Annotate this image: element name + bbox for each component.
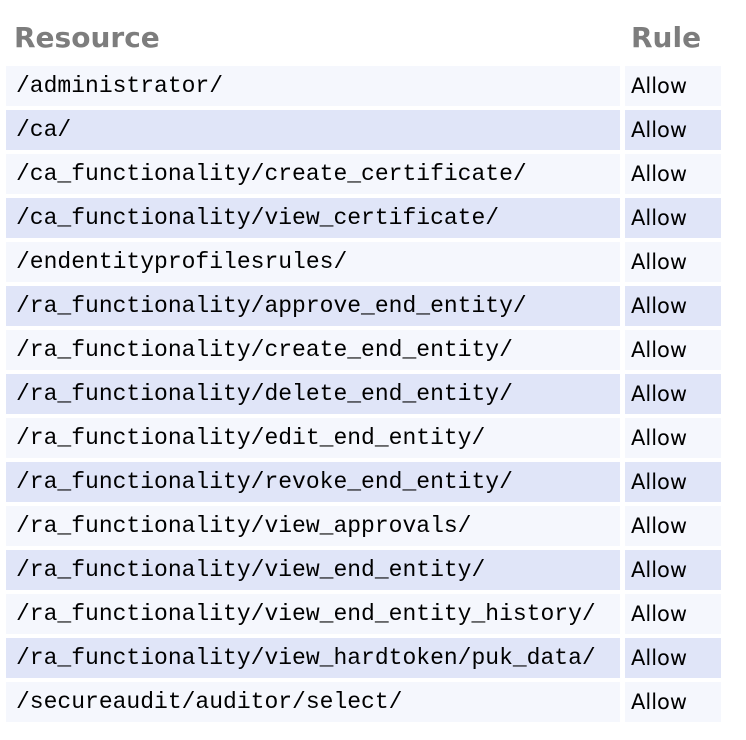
resource-cell: /ca/ — [6, 110, 620, 150]
table-row: /ra_functionality/view_end_entity/ Allow — [6, 550, 721, 590]
rule-cell: Allow — [625, 682, 721, 722]
access-rules-table-header: Resource Rule — [6, 10, 721, 62]
table-row: /ca_functionality/create_certificate/ Al… — [6, 154, 721, 194]
resource-cell: /ra_functionality/approve_end_entity/ — [6, 286, 620, 326]
rule-cell: Allow — [625, 506, 721, 546]
rule-cell: Allow — [625, 154, 721, 194]
table-row: /ra_functionality/approve_end_entity/ Al… — [6, 286, 721, 326]
rule-cell: Allow — [625, 638, 721, 678]
rule-cell: Allow — [625, 550, 721, 590]
resource-cell: /ra_functionality/edit_end_entity/ — [6, 418, 620, 458]
table-row: /ca_functionality/view_certificate/ Allo… — [6, 198, 721, 238]
resource-cell: /administrator/ — [6, 66, 620, 106]
table-row: /ra_functionality/view_approvals/ Allow — [6, 506, 721, 546]
rule-cell: Allow — [625, 66, 721, 106]
resource-cell: /endentityprofilesrules/ — [6, 242, 620, 282]
table-row: /ra_functionality/view_hardtoken/puk_dat… — [6, 638, 721, 678]
table-row: /ra_functionality/delete_end_entity/ All… — [6, 374, 721, 414]
rule-cell: Allow — [625, 242, 721, 282]
table-row: /ra_functionality/create_end_entity/ All… — [6, 330, 721, 370]
rule-cell: Allow — [625, 594, 721, 634]
resource-cell: /ra_functionality/view_end_entity_histor… — [6, 594, 620, 634]
table-row: /ra_functionality/revoke_end_entity/ All… — [6, 462, 721, 502]
resource-cell: /ra_functionality/revoke_end_entity/ — [6, 462, 620, 502]
table-row: /ca/ Allow — [6, 110, 721, 150]
column-header-resource: Resource — [14, 21, 160, 54]
access-rules-table: Resource Rule /administrator/ Allow /ca/… — [1, 6, 726, 726]
rule-cell: Allow — [625, 462, 721, 502]
resource-cell: /ca_functionality/view_certificate/ — [6, 198, 620, 238]
rule-cell: Allow — [625, 330, 721, 370]
resource-cell: /ra_functionality/view_end_entity/ — [6, 550, 620, 590]
table-row: /endentityprofilesrules/ Allow — [6, 242, 721, 282]
rule-cell: Allow — [625, 110, 721, 150]
resource-cell: /ra_functionality/view_hardtoken/puk_dat… — [6, 638, 620, 678]
rule-cell: Allow — [625, 374, 721, 414]
table-row: /ra_functionality/edit_end_entity/ Allow — [6, 418, 721, 458]
resource-cell: /ra_functionality/view_approvals/ — [6, 506, 620, 546]
rule-cell: Allow — [625, 286, 721, 326]
access-rules-table-body: /administrator/ Allow /ca/ Allow /ca_fun… — [6, 66, 721, 722]
resource-cell: /secureaudit/auditor/select/ — [6, 682, 620, 722]
table-row: /administrator/ Allow — [6, 66, 721, 106]
rule-cell: Allow — [625, 418, 721, 458]
table-row: /secureaudit/auditor/select/ Allow — [6, 682, 721, 722]
header-row: Resource Rule — [6, 10, 721, 62]
resource-cell: /ca_functionality/create_certificate/ — [6, 154, 620, 194]
resource-cell: /ra_functionality/delete_end_entity/ — [6, 374, 620, 414]
table-row: /ra_functionality/view_end_entity_histor… — [6, 594, 721, 634]
resource-cell: /ra_functionality/create_end_entity/ — [6, 330, 620, 370]
column-header-rule: Rule — [631, 21, 702, 54]
rule-cell: Allow — [625, 198, 721, 238]
